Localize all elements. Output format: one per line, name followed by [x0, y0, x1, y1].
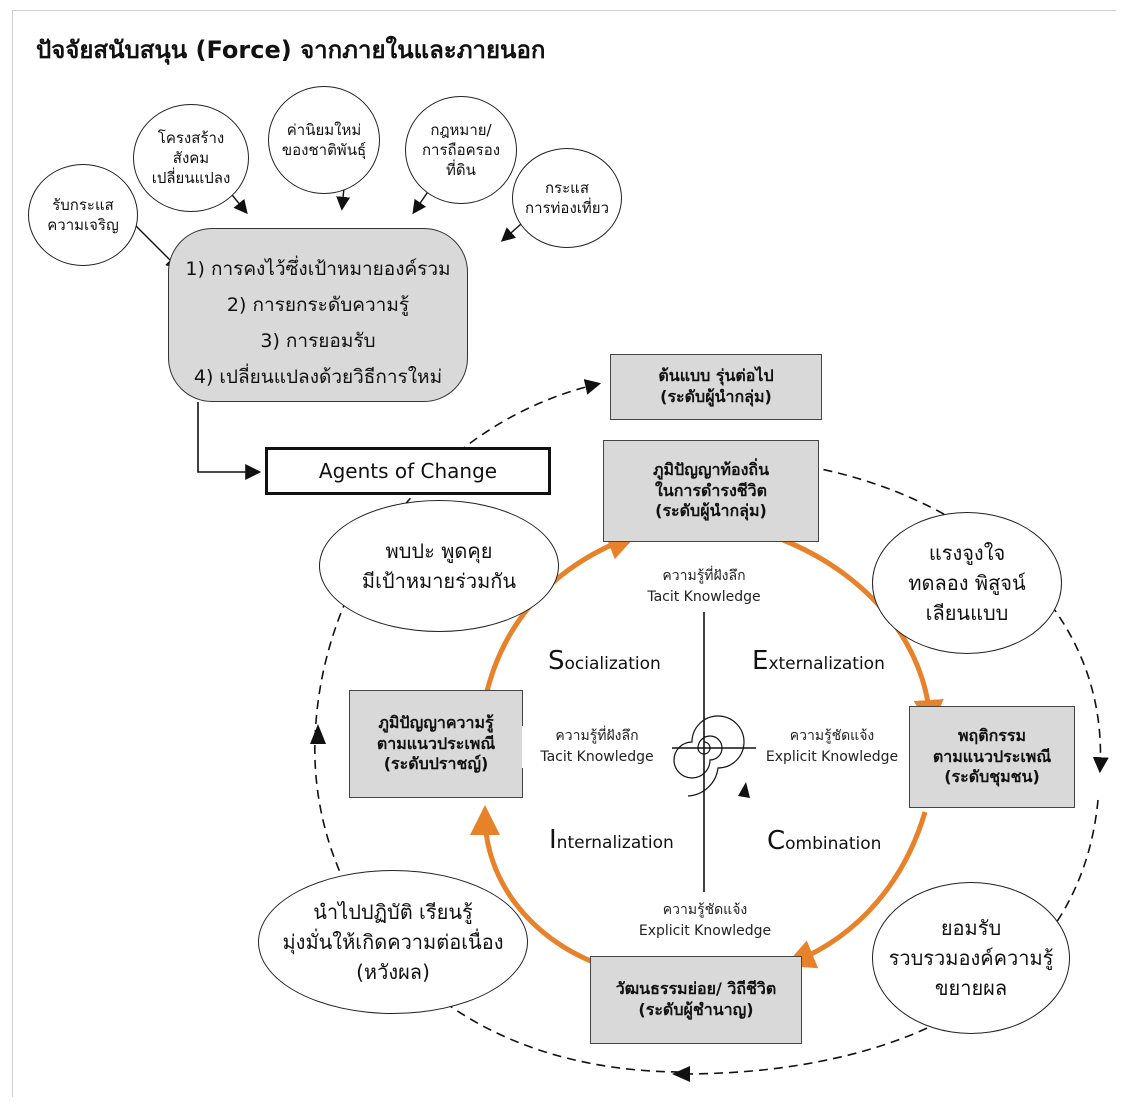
quadrant-combination: Combination: [767, 826, 882, 856]
force-circle-land-law: กฎหมาย/ การถือครอง ที่ดิน: [405, 96, 517, 204]
quadrant-externalization: Externalization: [752, 646, 885, 676]
force-circle-social-structure: โครงสร้าง สังคม เปลี่ยนแปลง: [133, 104, 249, 212]
knowledge-label-bottom: ความรู้ชัดแจ้ง Explicit Knowledge: [638, 902, 772, 939]
prototype-box: ต้นแบบ รุ่นต่อไป (ระดับผู้นำกลุ่ม): [610, 354, 822, 420]
goals-to-agents-connector: [197, 402, 262, 480]
goal-item: 2) การยกระดับความรู้: [226, 294, 410, 316]
knowledge-label-top: ความรู้ที่ฝังลึก Tacit Knowledge: [647, 568, 761, 605]
force-circle-ethnic-values: ค่านิยมใหม่ ของชาติพันธุ์: [268, 86, 380, 194]
traditional-knowledge-box: ภูมิปัญญาความรู้ ตามแนวประเพณี (ระดับปรา…: [349, 690, 523, 798]
local-wisdom-box: ภูมิปัญญาท้องถิ่น ในการดำรงชีวิต (ระดับผ…: [603, 440, 819, 542]
knowledge-spiral: [673, 715, 745, 797]
goal-item: 4) เปลี่ยนแปลงด้วยวิธีการใหม่: [193, 366, 443, 388]
oval-motivation: แรงจูงใจ ทดลอง พิสูจน์ เลียนแบบ: [872, 512, 1062, 654]
oval-accept: ยอมรับ รวบรวมองค์ความรู้ ขยายผล: [872, 882, 1070, 1034]
subculture-box: วัฒนธรรมย่อย/ วิถีชีวิต (ระดับผู้ชำนาญ): [590, 956, 802, 1044]
oval-meet: พบปะ พูดคุย มีเป้าหมายร่วมกัน: [319, 500, 559, 632]
goal-item: 1) การคงไว้ซึ่งเป้าหมายองค์รวม: [185, 258, 451, 280]
outer-cycle-path: [314, 379, 681, 1073]
figure-frame: [12, 10, 1116, 1097]
goals-box: 1) การคงไว้ซึ่งเป้าหมายองค์รวม 2) การยกร…: [168, 228, 468, 402]
goal-item: 3) การยอมรับ: [260, 330, 376, 352]
quadrant-internalization: Internalization: [549, 825, 674, 855]
spiral-arrowhead: [738, 782, 750, 798]
agents-of-change-box: Agents of Change: [265, 447, 551, 495]
orange-arrow-internalization: [470, 805, 599, 967]
outer-cycle-arrowhead-left: [310, 724, 326, 744]
page-title: ปัจจัยสนับสนุน (Force) จากภายในและภายนอก: [36, 36, 546, 64]
traditional-behavior-box: พฤติกรรม ตามแนวประเพณี (ระดับชุมชน): [909, 706, 1075, 808]
orange-arrow-combination: [784, 811, 928, 969]
quadrant-socialization: Socialization: [548, 646, 661, 676]
outer-cycle-arrowhead-bottom: [672, 1066, 690, 1082]
oval-practice: นำไปปฏิบัติ เรียนรู้ มุ่งมั่นให้เกิดความ…: [258, 870, 528, 1014]
knowledge-label-left: ความรู้ที่ฝังลึก Tacit Knowledge: [522, 726, 672, 768]
knowledge-label-right: ความรู้ชัดแจ้ง Explicit Knowledge: [756, 726, 908, 768]
force-circle-tourism: กระแส การท่องเที่ยว: [512, 148, 622, 248]
force-circle-prosperity: รับกระแส ความเจริญ: [28, 164, 138, 266]
